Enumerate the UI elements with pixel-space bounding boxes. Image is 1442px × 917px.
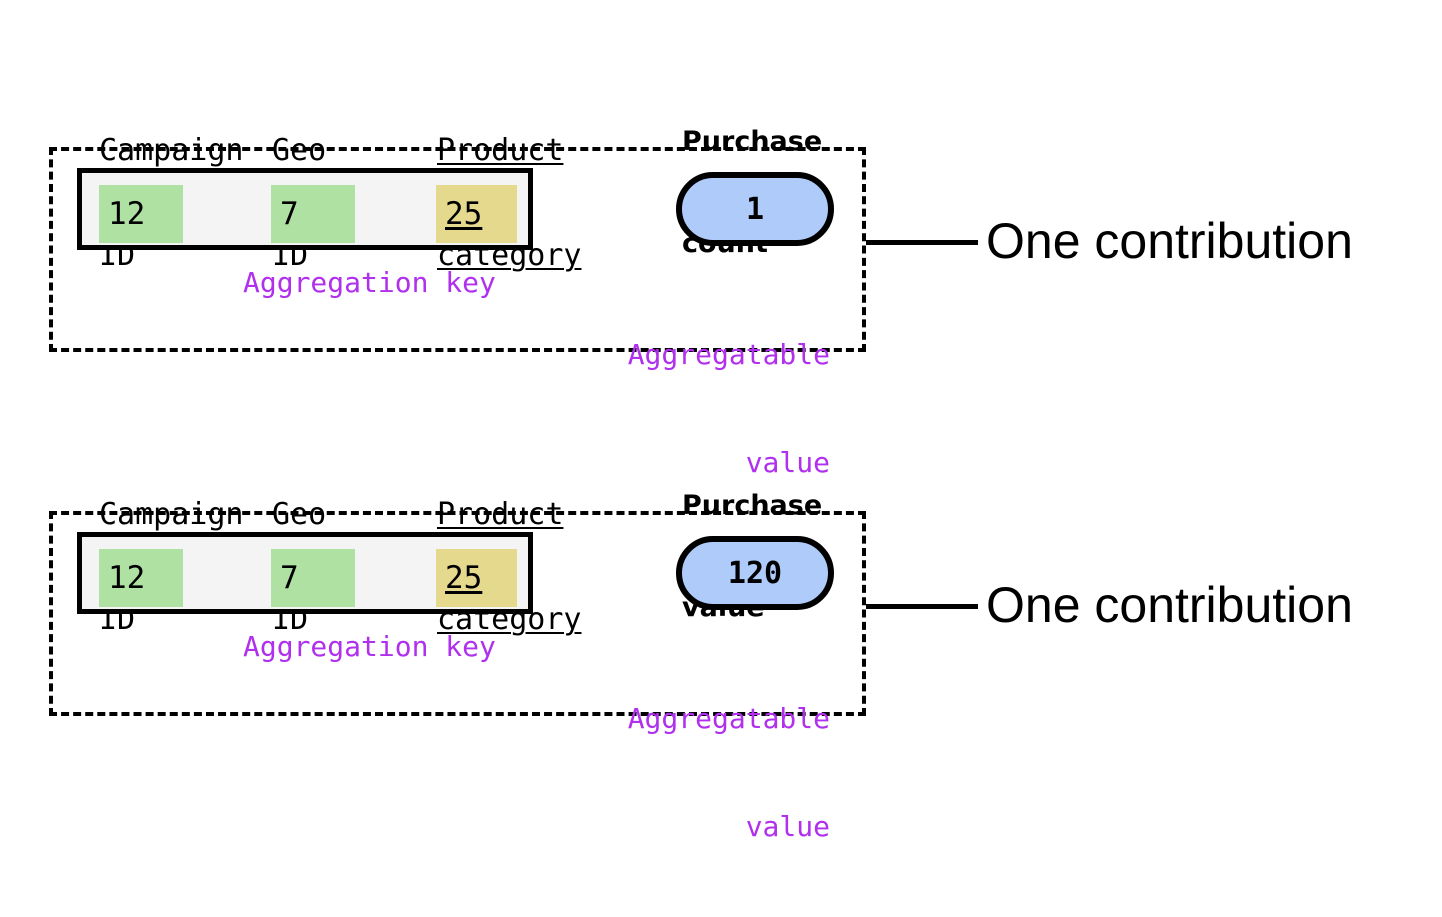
aggregatable-value-text: 1: [745, 191, 765, 227]
aggregatable-value-text: 120: [727, 555, 783, 591]
key-cell-geo-id: 7: [271, 185, 355, 243]
aggregatable-value-label-line1: Aggregatable: [627, 338, 830, 371]
aggregatable-value-label-line2: value: [745, 446, 830, 479]
aggregatable-value-pill: 1: [676, 172, 834, 246]
callout-label: One contribution: [986, 577, 1353, 633]
contribution-boundary: [49, 511, 866, 716]
aggregatable-value-label: Aggregatable value: [570, 265, 830, 553]
aggregation-key-label: Aggregation key: [243, 630, 496, 663]
aggregation-key-label: Aggregation key: [243, 266, 496, 299]
key-cell-campaign-id-value: 12: [108, 560, 146, 596]
key-cell-geo-id-value: 7: [280, 560, 299, 596]
column-header-metric-line1: Purchase: [682, 126, 823, 157]
aggregatable-value-label-line2: value: [745, 810, 830, 843]
aggregation-key-row: 12 7 25: [77, 168, 533, 250]
callout-label: One contribution: [986, 213, 1353, 269]
column-header-metric-line1: Purchase: [682, 490, 823, 521]
key-cell-product-category: 25: [436, 185, 517, 243]
callout-leader-line: [866, 240, 978, 245]
aggregatable-value-label-line1: Aggregatable: [627, 702, 830, 735]
key-cell-product-category-value: 25: [445, 196, 483, 232]
contribution-boundary: [49, 147, 866, 352]
diagram-canvas: Campaign ID Geo ID Product category Purc…: [49, 126, 1353, 843]
aggregatable-value-pill: 120: [676, 536, 834, 610]
key-cell-campaign-id: 12: [99, 185, 183, 243]
key-cell-campaign-id-value: 12: [108, 196, 146, 232]
key-cell-product-category-value: 25: [445, 560, 483, 596]
callout-leader-line: [866, 604, 978, 609]
key-cell-geo-id: 7: [271, 549, 355, 607]
key-cell-product-category: 25: [436, 549, 517, 607]
key-cell-campaign-id: 12: [99, 549, 183, 607]
key-cell-geo-id-value: 7: [280, 196, 299, 232]
aggregation-key-row: 12 7 25: [77, 532, 533, 614]
aggregatable-value-label: Aggregatable value: [570, 629, 830, 917]
